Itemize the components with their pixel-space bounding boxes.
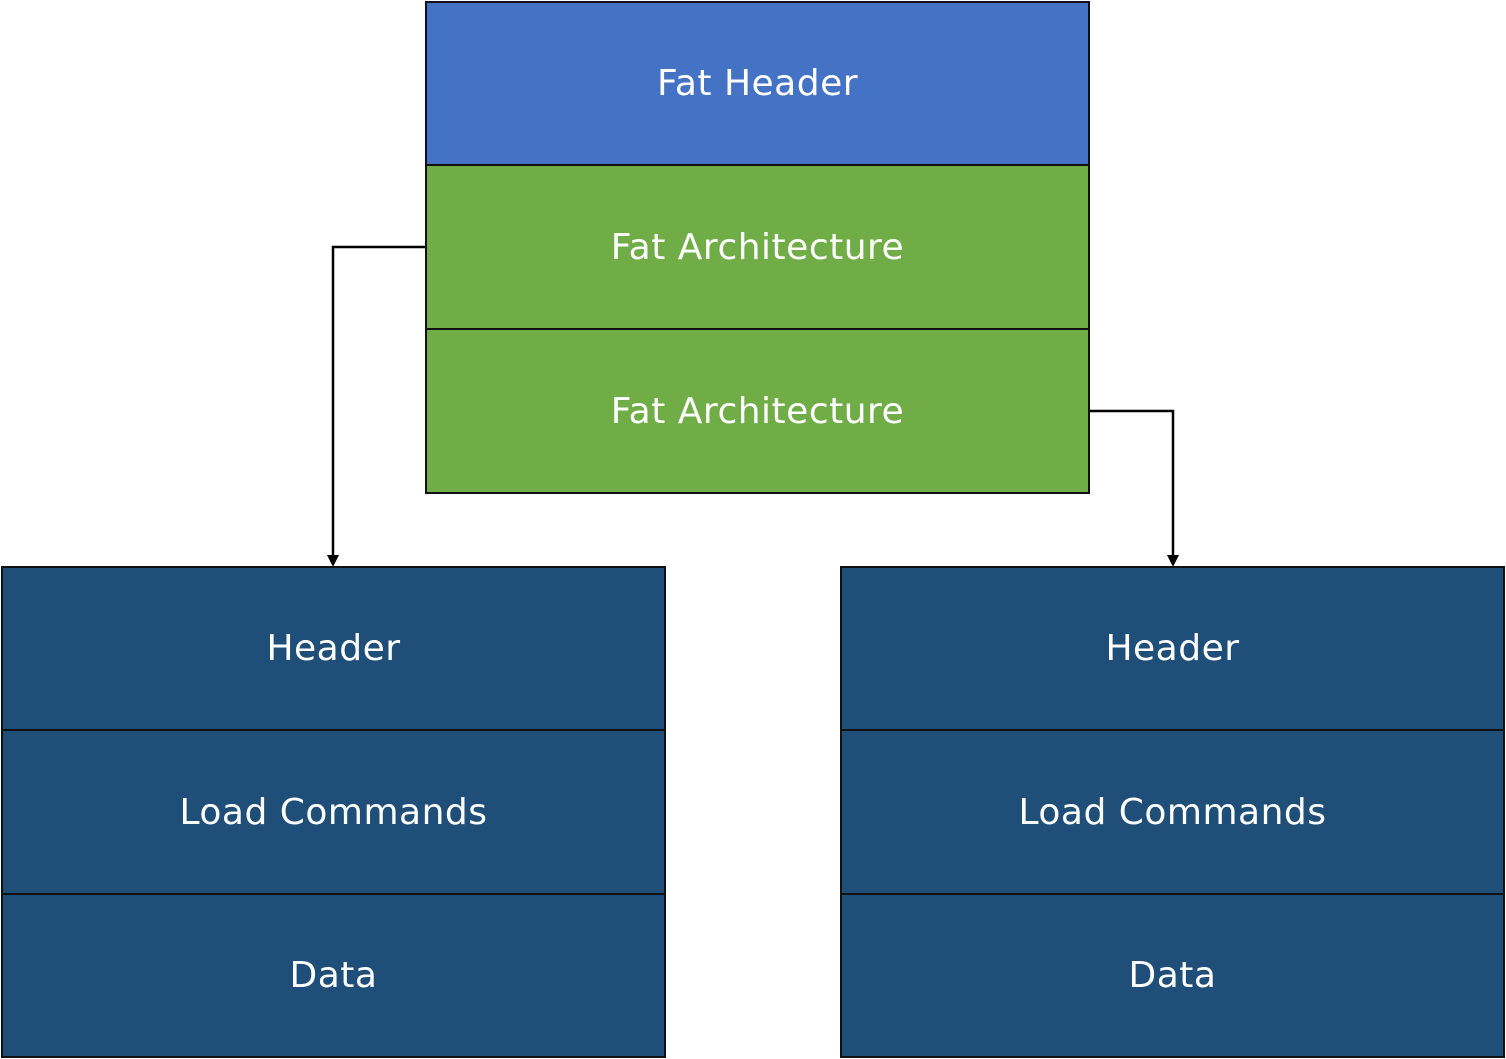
right-header-label: Header — [1105, 628, 1240, 669]
left-header-label: Header — [266, 628, 401, 669]
left-connector-line — [331, 245, 425, 556]
fat-architecture-label-1: Fat Architecture — [610, 226, 905, 268]
fat-architecture-block-2: Fat Architecture — [425, 328, 1090, 494]
fat-header-label: Fat Header — [656, 63, 859, 104]
right-load-commands-label: Load Commands — [1018, 791, 1327, 833]
right-data-label: Data — [1128, 955, 1217, 996]
right-data-block: Data — [840, 893, 1505, 1058]
fat-architecture-block-1: Fat Architecture — [425, 164, 1090, 330]
left-load-commands-block: Load Commands — [1, 729, 666, 895]
left-load-commands-label: Load Commands — [179, 791, 488, 833]
left-data-block: Data — [1, 893, 666, 1058]
right-header-block: Header — [840, 566, 1505, 731]
left-header-block: Header — [1, 566, 666, 731]
right-connector-line — [1090, 409, 1175, 556]
left-data-label: Data — [289, 955, 378, 996]
fat-header-block: Fat Header — [425, 1, 1090, 166]
fat-architecture-label-2: Fat Architecture — [610, 390, 905, 432]
right-load-commands-block: Load Commands — [840, 729, 1505, 895]
